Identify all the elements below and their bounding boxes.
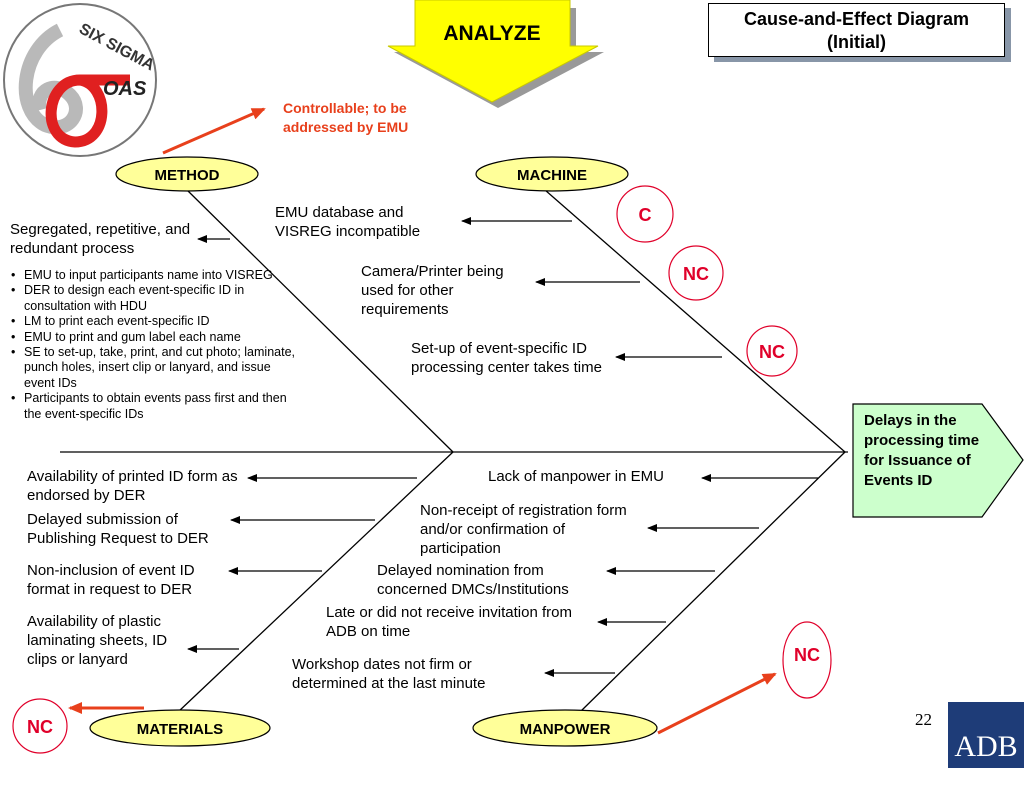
flag-machine-2-text: NC [683,264,709,284]
flag-manpower-text: NC [794,645,820,665]
list-item: LM to print each event-specific ID [10,314,298,330]
category-manpower: MANPOWER [472,709,658,747]
materials-cause-3: Non-inclusion of event ID format in requ… [27,562,195,598]
category-method: METHOD [115,156,259,192]
category-method-label: METHOD [155,167,220,184]
bone-materials [177,451,454,713]
effect-box [852,403,1024,518]
materials-cause-1: Availability of printed ID form as endor… [27,468,238,504]
fishbone-skeleton [60,189,848,713]
method-cause-main: Segregated, repetitive, and redundant pr… [10,221,191,257]
manpower-cause-4: Late or did not receive invitation from … [326,604,572,640]
flag-machine-3: NC [746,325,798,377]
analyze-label: ANALYZE [443,22,540,45]
adb-logo: ADB [948,702,1024,768]
highlight-arrows [68,107,777,735]
bone-machine [544,189,846,453]
cause-arrows [187,217,818,677]
flag-machine-3-text: NC [759,342,785,362]
materials-cause-4: Availability of plastic laminating sheet… [27,613,168,668]
list-item: EMU to input participants name into VISR… [10,268,298,284]
bone-manpower [579,451,846,713]
fishbone-diagram: SIX SIGMA OAS ANALYZE [3,0,1024,754]
analyze-arrow: ANALYZE [387,0,604,108]
manpower-cause-2: Non-receipt of registration form and/or … [420,502,627,557]
method-details-list: EMU to input participants name into VISR… [10,268,298,422]
category-machine-label: MACHINE [517,167,587,184]
diagram-title-box: Cause-and-Effect Diagram (Initial) [708,3,1005,57]
list-item: SE to set-up, take, print, and cut photo… [10,345,298,391]
list-item: DER to design each event-specific ID in … [10,283,298,314]
machine-cause-1: EMU database and VISREG incompatible [275,204,421,240]
highlight-arrow-method [162,107,266,155]
flag-materials: NC [12,698,68,754]
effect-text: Delays in the processing time for Issuan… [864,412,980,489]
list-item: Participants to obtain events pass first… [10,391,298,422]
machine-cause-3: Set-up of event-specific ID processing c… [411,340,602,376]
manpower-cause-5: Workshop dates not firm or determined at… [292,656,486,692]
six-sigma-logo: SIX SIGMA OAS [3,3,157,157]
flag-materials-text: NC [27,717,53,737]
bone-method [186,189,454,453]
controllable-note: Controllable; to be addressed by EMU [283,100,409,135]
highlight-arrow-manpower [657,672,777,735]
category-machine: MACHINE [475,156,629,192]
category-materials-label: MATERIALS [137,721,223,738]
flag-machine-1-text: C [639,205,652,225]
flag-manpower: NC [782,621,832,699]
page-number: 22 [915,710,932,729]
manpower-cause-3: Delayed nomination from concerned DMCs/I… [377,562,569,598]
flags: C NC NC NC NC [12,185,832,754]
flag-machine-2: NC [668,245,724,301]
materials-cause-2: Delayed submission of Publishing Request… [27,511,209,547]
logo-org-text: OAS [103,78,147,100]
list-item: EMU to print and gum label each name [10,330,298,346]
category-manpower-label: MANPOWER [520,721,611,738]
manpower-cause-1: Lack of manpower in EMU [488,468,664,485]
flag-machine-1: C [616,185,674,243]
diagram-title: Cause-and-Effect Diagram [743,9,970,29]
machine-cause-2: Camera/Printer being used for other requ… [361,263,504,318]
diagram-subtitle: (Initial) [827,32,886,52]
category-materials: MATERIALS [89,709,271,747]
